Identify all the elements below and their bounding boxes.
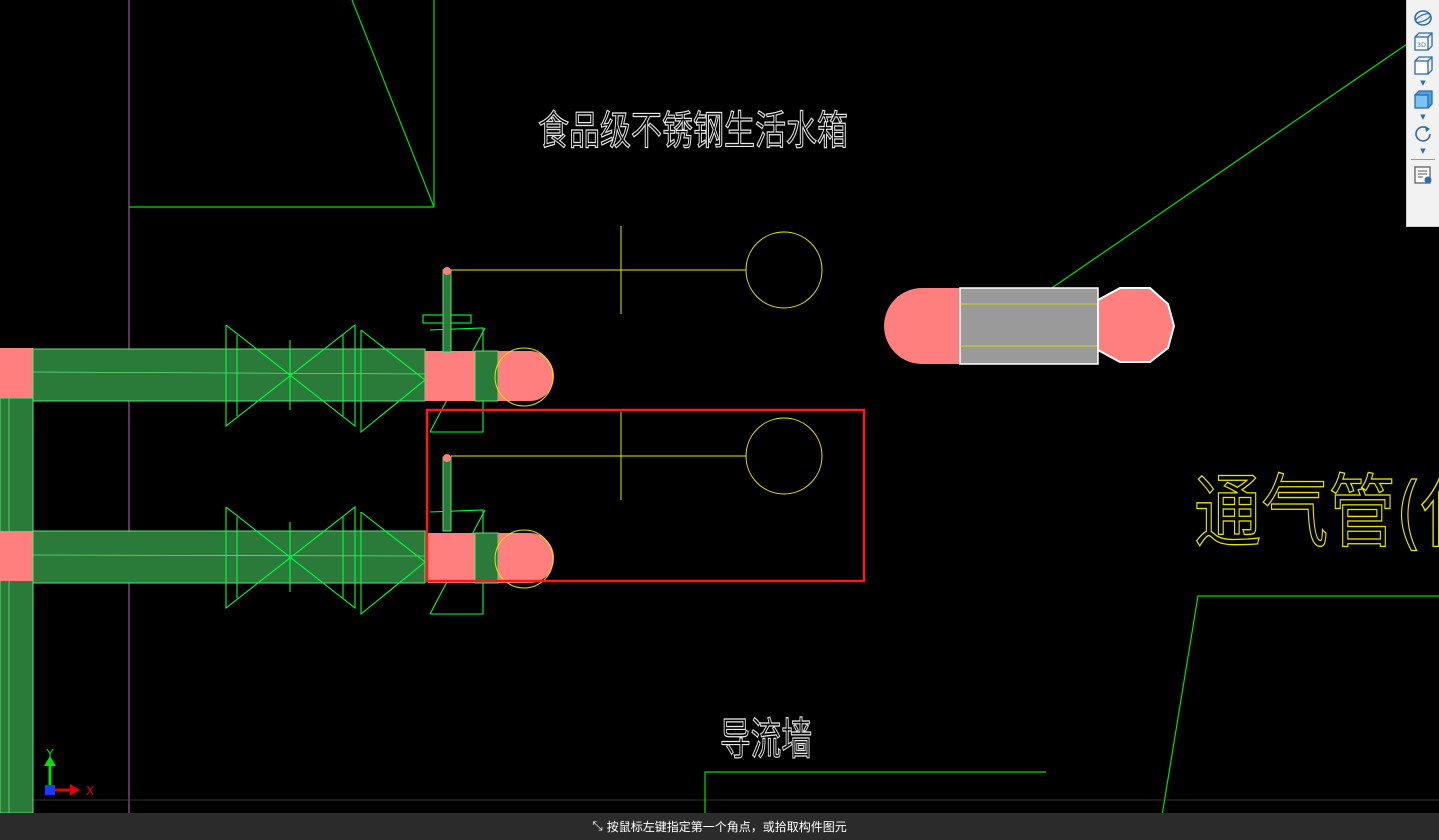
shading-dropdown-icon[interactable]: ▼: [1420, 112, 1426, 121]
shaded-box-icon[interactable]: [1411, 88, 1435, 112]
vent-pipe-segment[interactable]: [884, 287, 1176, 365]
level-symbol-lower[interactable]: [451, 412, 823, 500]
leader-line-vent[interactable]: [1029, 41, 1411, 304]
rotate-icon[interactable]: [1411, 122, 1435, 146]
label-vent-pipe[interactable]: 通气管(: [1193, 465, 1422, 559]
level-symbol-upper[interactable]: [451, 226, 823, 314]
view-3d-icon[interactable]: 3D: [1411, 30, 1435, 54]
room-outline-bottom[interactable]: [704, 595, 1439, 840]
ucs-axis-icon: Y X: [44, 747, 94, 798]
selection-rectangle[interactable]: [425, 408, 866, 583]
command-prompt-text: 按鼠标左键指定第一个角点，或拾取构件图元: [606, 820, 847, 834]
rotate-dropdown-icon[interactable]: ▼: [1420, 146, 1426, 155]
svg-text:3D: 3D: [1417, 41, 1426, 49]
pipe-upper[interactable]: [0, 348, 426, 402]
pick-corner-icon: ⤡: [592, 819, 603, 834]
pipe-lower[interactable]: [0, 530, 426, 584]
ucs-x-label: X: [86, 784, 94, 798]
properties-panel-icon[interactable]: [1411, 163, 1435, 187]
fitting-upper[interactable]: [425, 267, 554, 407]
ucs-y-label: Y: [45, 747, 54, 761]
label-water-tank[interactable]: 食品级不锈钢生活水箱: [537, 107, 848, 154]
wireframe-dropdown-icon[interactable]: ▼: [1420, 78, 1426, 87]
fitting-lower[interactable]: [428, 454, 554, 589]
vertical-pipe[interactable]: [0, 397, 34, 814]
room-outline-top[interactable]: [129, 0, 435, 208]
label-vent-pipe-tail[interactable]: 㑁: [1419, 465, 1439, 559]
orbit-icon[interactable]: [1411, 6, 1435, 30]
wireframe-box-icon[interactable]: [1411, 54, 1435, 78]
command-status-bar: ⤡ 按鼠标左键指定第一个角点，或拾取构件图元: [0, 813, 1439, 840]
toolbar-separator: [1411, 159, 1435, 160]
view-toolbar: 3D ▼ ▼ ▼: [1406, 0, 1439, 227]
label-deflector-wall[interactable]: 导流墙: [719, 713, 812, 765]
